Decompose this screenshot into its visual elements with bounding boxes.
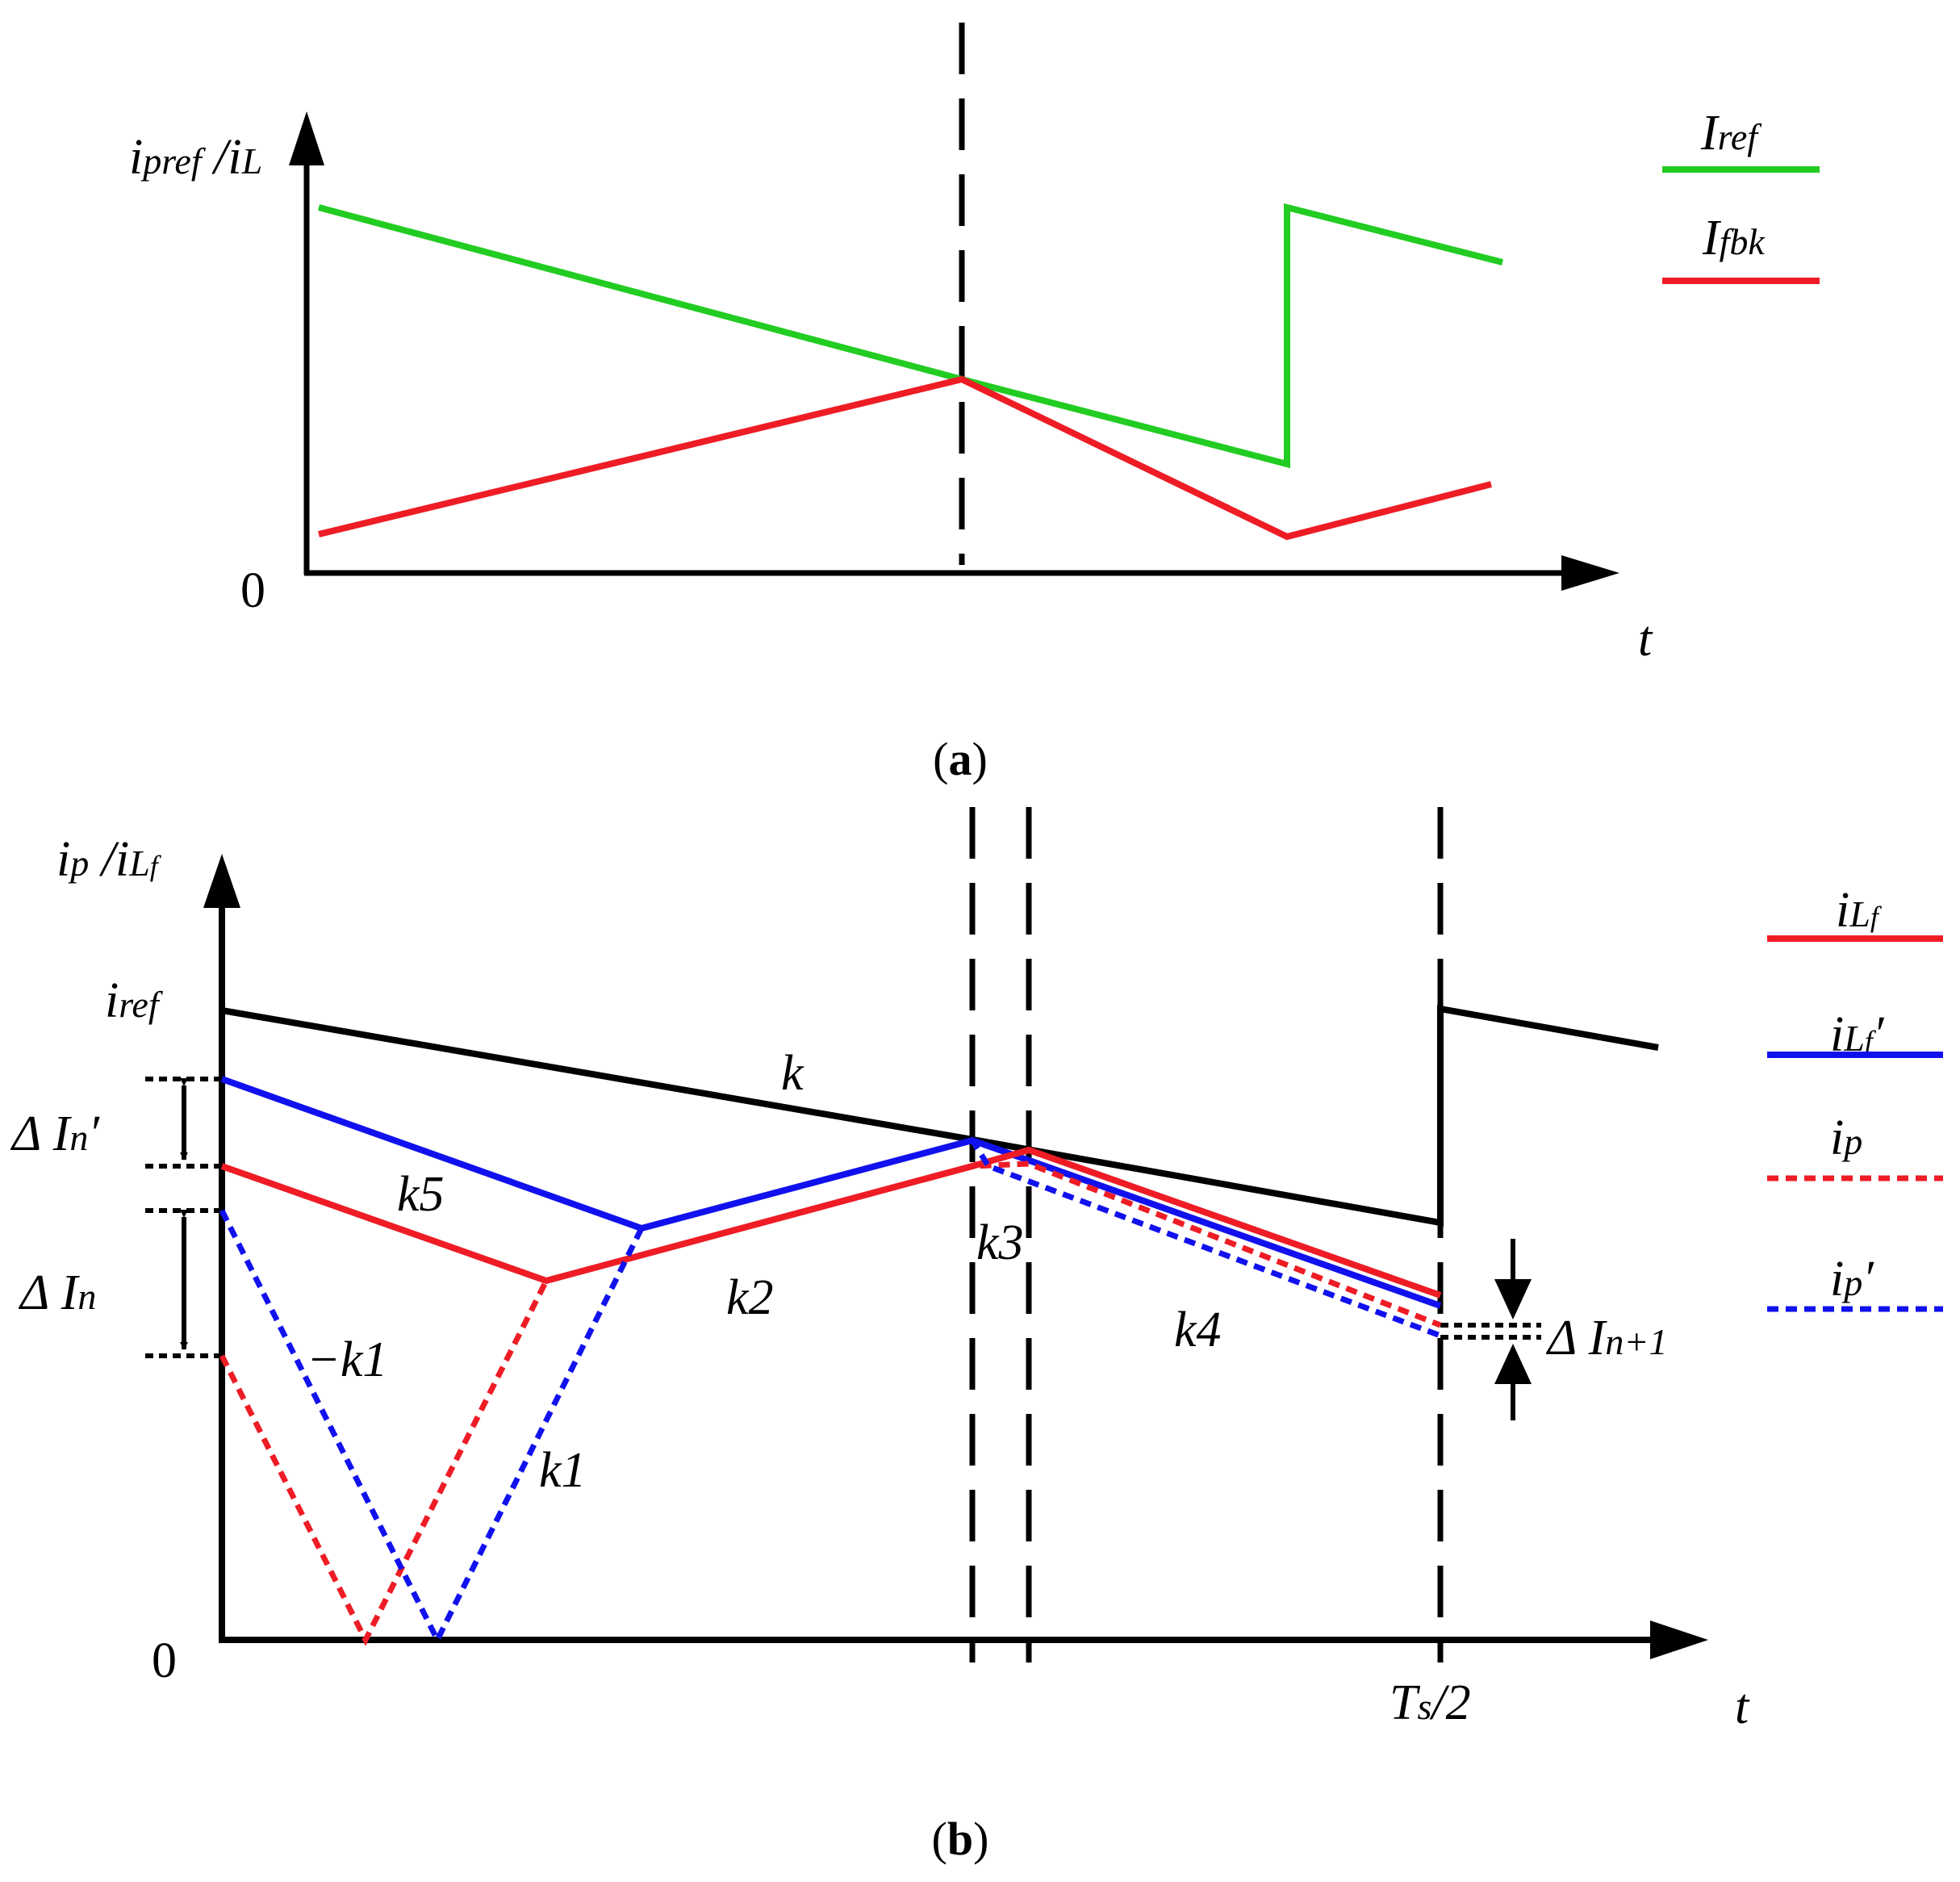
slope-label-k3: k3 bbox=[976, 1215, 1024, 1270]
delta-in-prime-label: Δ In′ bbox=[10, 1106, 100, 1161]
panel-b-ts-label: Ts/2 bbox=[1390, 1675, 1471, 1730]
panel-a-legend: Iref Ifbk bbox=[1662, 106, 1820, 284]
slope-label-k4: k4 bbox=[1174, 1303, 1222, 1357]
panel-a-x-label: t bbox=[1638, 612, 1653, 667]
panel-b-x-axis-arrowhead bbox=[1650, 1621, 1708, 1659]
legend-ifbk-label: Ifbk bbox=[1702, 211, 1766, 266]
panel-b-legend: iLf iLf′ ip ip′ bbox=[1767, 883, 1943, 1312]
panel-b-x-label: t bbox=[1735, 1679, 1750, 1734]
panel-a-origin-label: 0 bbox=[240, 563, 265, 618]
delta-in1-arrow-down bbox=[1494, 1279, 1532, 1319]
panel-a-ifbk-line bbox=[318, 375, 1492, 541]
delta-in1-label: Δ In+1 bbox=[1545, 1311, 1667, 1365]
panel-b-ilf-prime-line bbox=[220, 1076, 1442, 1309]
legend-ilf-label: iLf bbox=[1836, 883, 1883, 938]
panel-a-iref-line bbox=[317, 203, 1503, 469]
panel-b-caption: (b) bbox=[932, 1813, 989, 1865]
legend-ip-label: ip bbox=[1830, 1110, 1862, 1165]
panel-a-caption: (a) bbox=[933, 733, 988, 785]
panel-b: ip /iLf 0 t Ts/2 iref k k5 k2 k3 k4 −k1 … bbox=[10, 807, 1943, 1865]
legend-iref-label: Iref bbox=[1700, 106, 1762, 161]
slope-label-k: k bbox=[781, 1046, 804, 1101]
panel-b-ip-prime-line bbox=[219, 1136, 1442, 1646]
panel-b-iref-label: iref bbox=[105, 973, 164, 1028]
slope-label-k2: k2 bbox=[726, 1270, 774, 1325]
delta-in1-arrow-up bbox=[1494, 1344, 1532, 1384]
panel-b-y-label: ip /iLf bbox=[56, 832, 162, 887]
panel-a-y-label: ipref /iL bbox=[129, 130, 262, 185]
panel-b-ip-line bbox=[219, 1161, 1442, 1646]
panel-b-iref-line bbox=[221, 1005, 1659, 1227]
delta-in-label: Δ In bbox=[18, 1265, 96, 1320]
panel-a: ipref /iL 0 t Iref Ifbk (a) bbox=[129, 23, 1820, 785]
panel-b-origin-label: 0 bbox=[152, 1633, 177, 1688]
legend-ip-prime-label: ip′ bbox=[1830, 1252, 1874, 1307]
slope-label-k1: k1 bbox=[539, 1443, 587, 1498]
panel-a-x-axis-arrowhead bbox=[1561, 555, 1619, 591]
panel-b-y-axis-arrowhead bbox=[203, 854, 240, 908]
slope-label-neg-k1: −k1 bbox=[307, 1332, 387, 1387]
slope-label-k5: k5 bbox=[397, 1167, 445, 1222]
panel-a-y-axis-arrowhead bbox=[289, 111, 324, 165]
